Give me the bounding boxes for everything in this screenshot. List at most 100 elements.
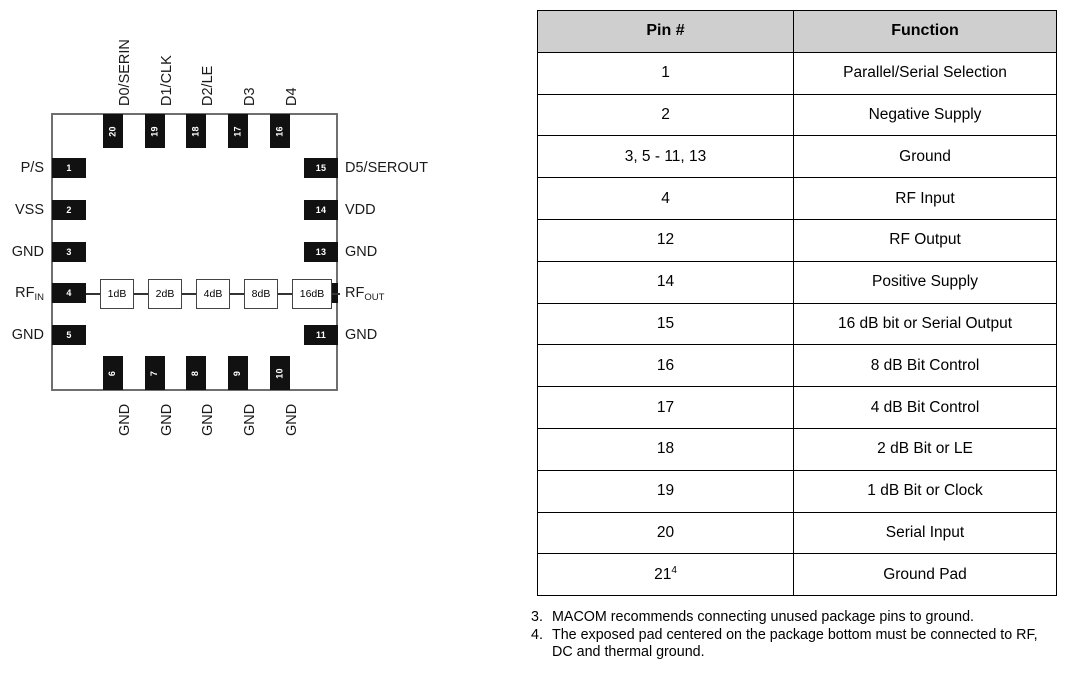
- pin-label-gnd-3: GND: [0, 245, 44, 260]
- pin-configuration-diagram: 1 2 3 4 5 P/S VSS GND RFIN GND 15 14 13 …: [0, 0, 470, 690]
- pin-label-gnd-8: GND: [200, 403, 216, 436]
- pad-pin-13: 13: [304, 242, 338, 262]
- footnote-text: MACOM recommends connecting unused packa…: [552, 609, 974, 625]
- cell-function: RF Input: [793, 177, 1057, 220]
- pad-number: 15: [315, 163, 327, 173]
- pin-label-gnd-10: GND: [284, 404, 300, 436]
- cell-pin-number: 20: [537, 511, 794, 555]
- attenuator-value: 1dB: [107, 288, 127, 300]
- wire-16db-to-out: [326, 293, 340, 295]
- table-header-row: Pin # Function: [537, 10, 1057, 53]
- footnotes-block: 3.MACOM recommends connecting unused pac…: [531, 609, 1051, 662]
- pad-pin-10: 10: [270, 356, 290, 390]
- pad-pin-7: 7: [145, 356, 165, 390]
- pad-number: 17: [232, 125, 243, 137]
- pad-number: 13: [315, 247, 327, 257]
- column-header-pin: Pin #: [537, 10, 794, 53]
- cell-pin-number: 19: [537, 469, 794, 513]
- cell-function: Serial Input: [793, 511, 1057, 555]
- pad-number: 8: [190, 370, 201, 376]
- cell-pin-number: 1: [537, 51, 794, 95]
- attenuator-block-8db: 8dB: [244, 279, 278, 309]
- wire-in-to-1db: [86, 293, 100, 295]
- cell-function: 16 dB bit or Serial Output: [793, 302, 1057, 346]
- pad-number: 10: [274, 367, 285, 379]
- pad-number: 5: [66, 330, 72, 340]
- pad-pin-9: 9: [228, 356, 248, 390]
- pad-number: 16: [274, 125, 285, 137]
- cell-function: Negative Supply: [793, 93, 1057, 137]
- label-text: VSS: [14, 202, 44, 218]
- column-header-function: Function: [793, 10, 1057, 53]
- pin-label-gnd-9: GND: [242, 403, 258, 436]
- pad-pin-5: 5: [52, 325, 86, 345]
- cell-function: 4 dB Bit Control: [793, 386, 1057, 429]
- label-text: GND: [200, 403, 216, 436]
- cell-function: RF Output: [793, 218, 1057, 262]
- footnote-number: 4.: [531, 626, 543, 643]
- pad-number: 18: [190, 125, 201, 137]
- pad-number: 20: [107, 125, 118, 137]
- pad-pin-1: 1: [52, 158, 86, 178]
- wire-2db-to-4db: [182, 293, 196, 295]
- wire-1db-to-2db: [134, 293, 148, 295]
- pad-pin-15: 15: [304, 158, 338, 178]
- cell-pin-number: 16: [537, 344, 794, 388]
- attenuator-value: 4dB: [203, 288, 223, 300]
- pad-pin-6: 6: [103, 356, 123, 390]
- label-text: D3: [242, 87, 258, 106]
- cell-function: 1 dB Bit or Clock: [793, 469, 1057, 513]
- cell-function: Parallel/Serial Selection: [793, 51, 1057, 95]
- package-outline: [51, 113, 338, 391]
- pin-label-gnd-7: GND: [159, 403, 175, 436]
- pad-number: 4: [66, 288, 72, 298]
- footnote-item: 3.MACOM recommends connecting unused pac…: [531, 609, 1051, 627]
- cell-pin-number: 2: [537, 93, 794, 137]
- pad-number: 1: [66, 163, 72, 173]
- attenuator-block-16db: 16dB: [292, 279, 332, 309]
- pad-number: 9: [232, 370, 243, 376]
- label-text: GND: [117, 403, 133, 436]
- cell-pin-number: 18: [537, 427, 794, 471]
- pin-label-vss: VSS: [0, 203, 44, 218]
- pad-number: 7: [149, 370, 160, 376]
- pin-label-vdd: VDD: [345, 203, 376, 218]
- cell-pin-number: 17: [537, 386, 794, 429]
- label-text: GND: [159, 403, 175, 436]
- pin-label-d2-le: D2/LE: [200, 65, 216, 106]
- attenuator-block-1db: 1dB: [100, 279, 134, 309]
- label-text: D2/LE: [200, 65, 216, 106]
- pad-pin-18: 18: [186, 114, 206, 148]
- pin-label-p-s: P/S: [0, 161, 44, 176]
- pad-number: 2: [66, 205, 72, 215]
- pad-pin-16: 16: [270, 114, 290, 148]
- pin-label-gnd-5: GND: [0, 328, 44, 343]
- cell-pin-number: 15: [537, 302, 794, 346]
- pad-number: 11: [316, 330, 326, 340]
- pin-label-rf-in: RFIN: [0, 286, 45, 303]
- pad-number: 19: [149, 125, 160, 137]
- pin-label-d3: D3: [242, 87, 258, 106]
- pad-number: 3: [66, 247, 72, 257]
- pin-label-gnd-6: GND: [117, 403, 133, 436]
- pin-label-gnd-11: GND: [345, 328, 377, 343]
- cell-function: 2 dB Bit or LE: [793, 427, 1057, 471]
- label-text: GND: [242, 403, 258, 436]
- label-subscript: IN: [34, 291, 45, 303]
- label-text: D1/CLK: [159, 55, 175, 106]
- footnote-item: 4.The exposed pad centered on the packag…: [531, 627, 1051, 662]
- pin-label-rf-out: RFOUT: [345, 286, 384, 302]
- pad-pin-3: 3: [52, 242, 86, 262]
